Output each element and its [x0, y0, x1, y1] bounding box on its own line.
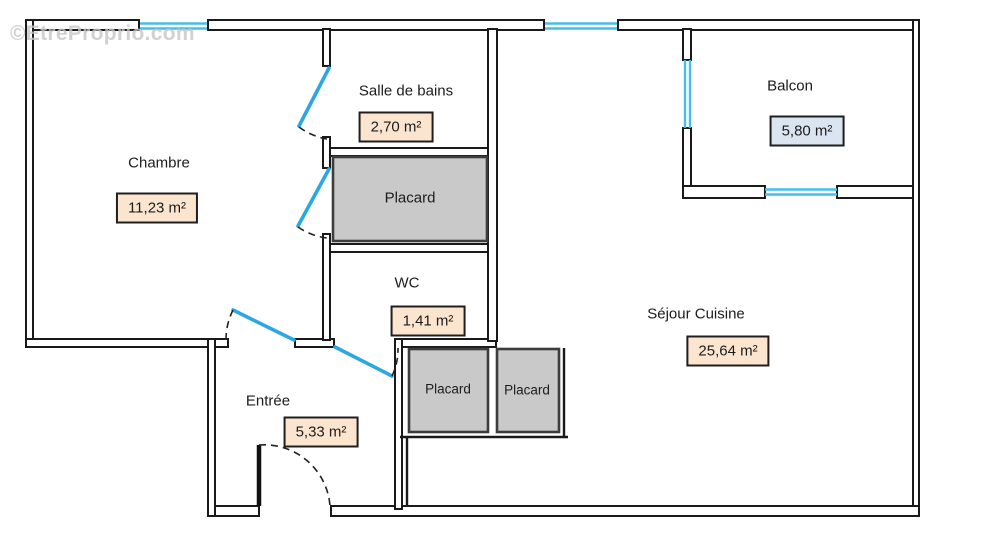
wall-chambre-sdb-c — [322, 233, 331, 341]
closet-upper-box — [331, 155, 489, 243]
area-badge-wc: 1,41 m² — [390, 305, 466, 337]
room-label-chambre: Chambre — [128, 154, 190, 172]
closet-label-lower-2: Placard — [504, 382, 550, 398]
wall-entree-right — [394, 338, 403, 510]
closet-label-lower-1: Placard — [425, 381, 471, 397]
wall-balcony-bottom-b — [836, 185, 914, 199]
wall-chambre-bottom-a — [25, 338, 229, 348]
wall-balcony-bottom-a — [682, 185, 766, 199]
closet-lower-2-box — [495, 347, 561, 434]
door-wc-leaf — [333, 345, 394, 378]
wall-chambre-sdb-b — [322, 136, 331, 169]
closet-label-upper: Placard — [384, 189, 436, 207]
wall-balcony-divider-b — [682, 127, 692, 188]
wall-right — [912, 19, 920, 517]
wall-chambre-sdb-a — [322, 28, 331, 67]
entrance-door-arc — [258, 444, 331, 507]
wall-balcony-divider-a — [682, 28, 692, 61]
wall-left — [25, 19, 34, 348]
door-placard-arc — [297, 226, 328, 239]
wall-sdb-bottom — [329, 147, 489, 157]
wall-top-mid — [207, 19, 545, 31]
room-label-balcon: Balcon — [767, 77, 813, 95]
area-badge-salle-de-bains: 2,70 m² — [358, 111, 434, 143]
door-salle-de-bains-arc — [298, 126, 328, 140]
area-badge-sejour-cuisine: 25,64 m² — [686, 335, 770, 367]
wall-top-right — [617, 19, 920, 31]
door-chambre-leaf — [231, 308, 296, 342]
wall-column-right — [487, 28, 498, 342]
room-label-wc: WC — [394, 274, 420, 292]
watermark: ©EtreProprio.com — [10, 22, 195, 45]
wall-chambre-bottom-b — [294, 338, 335, 348]
room-label-entree: Entrée — [245, 392, 291, 410]
door-chambre-arc — [225, 309, 234, 341]
door-wc-arc — [391, 347, 399, 377]
door-placard-leaf — [296, 167, 331, 228]
room-label-sejour-cuisine: Séjour Cuisine — [647, 305, 745, 323]
area-badge-entree: 5,33 m² — [283, 416, 359, 448]
area-badge-balcon: 5,80 m² — [769, 115, 845, 147]
area-badge-chambre: 11,23 m² — [115, 192, 199, 224]
door-salle-de-bains-leaf — [297, 66, 331, 128]
closet-lower-1-box — [407, 347, 490, 434]
wall-wc-top — [329, 243, 489, 253]
wall-wc-bottom — [396, 338, 497, 348]
wall-entree-left — [207, 338, 216, 517]
wall-bottom-main — [330, 505, 920, 517]
room-label-salle-de-bains: Salle de bains — [358, 82, 454, 100]
